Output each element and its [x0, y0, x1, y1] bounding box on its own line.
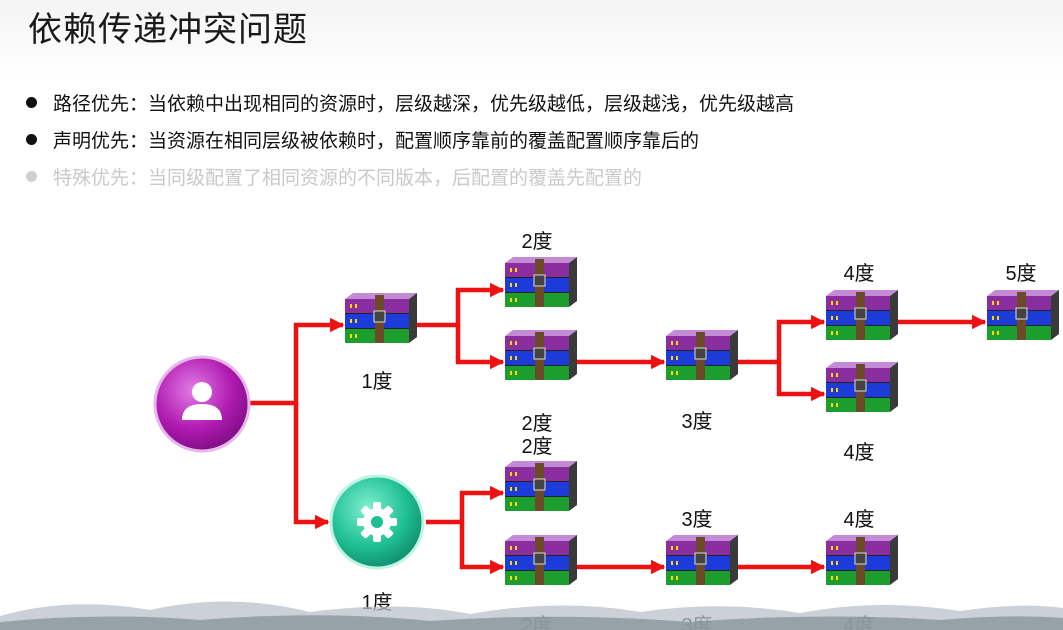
- arrow-user-to-module: [296, 403, 328, 522]
- degree-label: 5度: [1005, 262, 1036, 285]
- arrow-a3-to-a4b: [779, 362, 824, 394]
- arrow-user-to-a1: [248, 325, 343, 403]
- archive-icon: [666, 330, 738, 380]
- arrow-module-to-b2b: [462, 522, 503, 567]
- degree-label: 3度: [681, 410, 712, 433]
- archive-icon: [826, 290, 898, 340]
- degree-label: 4度: [843, 441, 874, 464]
- archive-icon: [505, 535, 577, 585]
- arrow-a1-to-a2a: [414, 290, 503, 325]
- archive-icon: [505, 330, 577, 380]
- degree-label: 2度: [521, 230, 552, 253]
- archive-icon: [666, 535, 738, 585]
- degree-label: 2度: [521, 435, 552, 458]
- degree-label: 4度: [843, 508, 874, 531]
- arrow-a3-to-a4a: [736, 322, 824, 362]
- archive-icon: [826, 362, 898, 412]
- module-node: [331, 476, 423, 568]
- archive-icon: [826, 535, 898, 585]
- archive-icon: [987, 290, 1059, 340]
- degree-label: 3度: [681, 508, 712, 531]
- degree-label: 4度: [843, 262, 874, 285]
- user-node: [155, 357, 249, 451]
- mountain-decoration: [0, 601, 1063, 630]
- arrow-module-to-b2a: [426, 493, 503, 522]
- degree-label: 1度: [361, 370, 392, 393]
- gear-icon: [357, 502, 397, 542]
- degree-label: 2度: [521, 412, 552, 435]
- archive-icon: [345, 293, 417, 343]
- archive-icon: [505, 257, 577, 307]
- arrow-a1-to-a2b: [458, 325, 503, 362]
- archive-icon: [505, 461, 577, 511]
